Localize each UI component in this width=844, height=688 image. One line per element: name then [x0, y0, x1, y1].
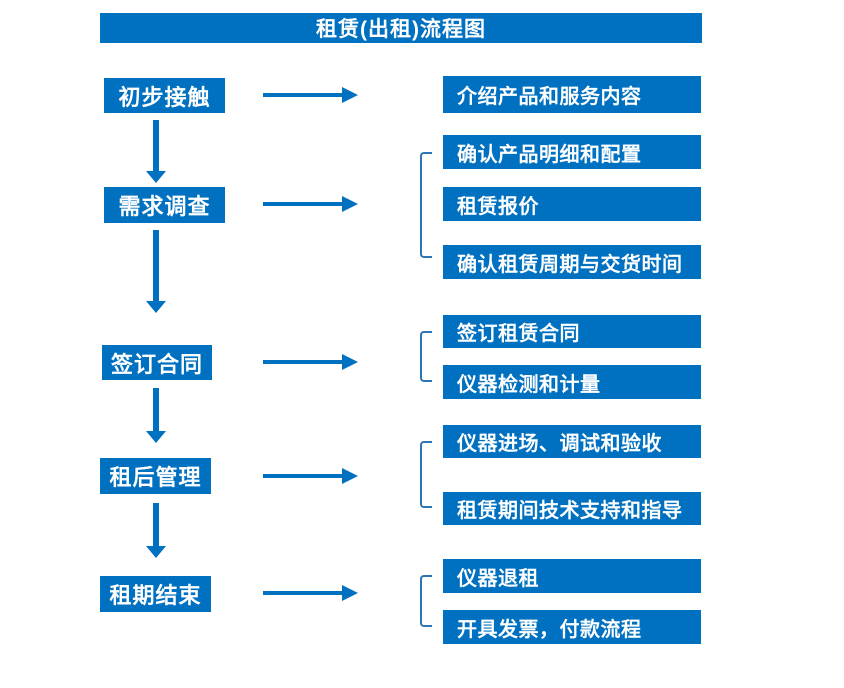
arrow-shaft [263, 474, 344, 478]
output-box-confirm-rental-period: 确认租赁周期与交货时间 [443, 245, 701, 279]
arrow-down-icon [146, 230, 166, 313]
stage-box-post-rental-management: 租后管理 [100, 458, 211, 494]
output-box-invoice-payment: 开具发票，付款流程 [443, 610, 701, 644]
group-bracket-icon [420, 441, 432, 508]
arrow-head [146, 431, 166, 443]
arrow-down-icon [146, 120, 166, 183]
arrow-right-icon [263, 354, 358, 370]
arrow-head [342, 585, 358, 601]
stage-box-initial-contact: 初步接触 [104, 78, 225, 113]
arrow-head [146, 546, 166, 558]
arrow-right-icon [263, 87, 358, 103]
group-bracket-icon [420, 575, 432, 627]
title-bar: 租赁(出租)流程图 [100, 13, 702, 43]
stage-box-demand-survey: 需求调查 [104, 187, 225, 223]
stage-box-rental-end: 租期结束 [100, 576, 211, 612]
group-bracket-icon [420, 331, 432, 382]
arrow-shaft [263, 202, 344, 206]
arrow-shaft [153, 388, 159, 432]
arrow-down-icon [146, 503, 166, 558]
output-box-confirm-product-details: 确认产品明细和配置 [443, 135, 701, 169]
arrow-shaft [263, 591, 344, 595]
arrow-shaft [153, 503, 159, 547]
output-box-instrument-return: 仪器退租 [443, 559, 701, 593]
arrow-shaft [263, 93, 344, 97]
output-box-instrument-entry: 仪器进场、调试和验收 [443, 425, 701, 458]
output-box-technical-support: 租赁期间技术支持和指导 [443, 492, 701, 525]
arrow-head [342, 354, 358, 370]
arrow-head [146, 171, 166, 183]
arrow-shaft [263, 360, 344, 364]
arrow-right-icon [263, 196, 358, 212]
stage-box-sign-contract: 签订合同 [102, 345, 212, 380]
arrow-right-icon [263, 468, 358, 484]
page-title: 租赁(出租)流程图 [316, 18, 486, 41]
arrow-shaft [153, 120, 159, 172]
output-box-sign-rental-contract: 签订租赁合同 [443, 315, 701, 348]
arrow-head [342, 468, 358, 484]
output-box-introduce-products: 介绍产品和服务内容 [443, 76, 701, 113]
arrow-down-icon [146, 388, 166, 443]
arrow-head [342, 87, 358, 103]
arrow-head [146, 301, 166, 313]
arrow-right-icon [263, 585, 358, 601]
group-bracket-icon [420, 152, 432, 258]
output-box-rental-quote: 租赁报价 [443, 187, 701, 221]
arrow-head [342, 196, 358, 212]
output-box-instrument-testing: 仪器检测和计量 [443, 365, 701, 399]
arrow-shaft [153, 230, 159, 302]
